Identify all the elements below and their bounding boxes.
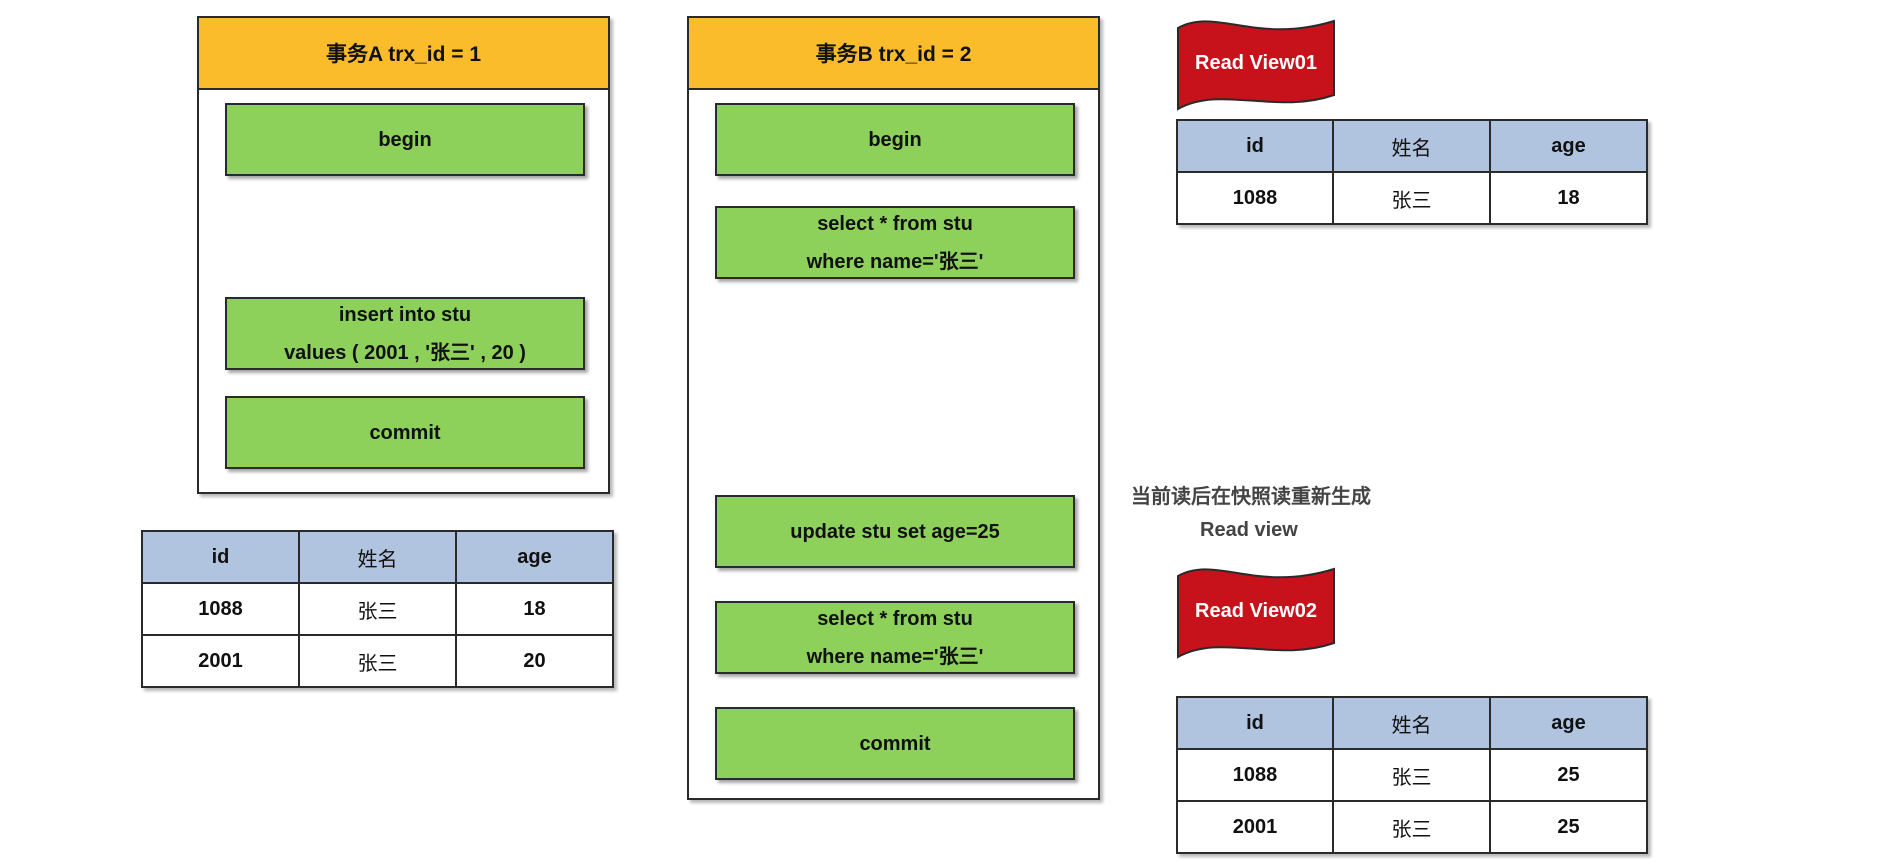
table-row: 2001 张三 25 <box>1176 800 1648 854</box>
step-text: commit <box>369 421 441 444</box>
header-id: id <box>1176 119 1334 173</box>
table-row: 1088 张三 18 <box>141 582 614 636</box>
note-line-1: 当前读后在快照读重新生成 <box>1131 486 1371 508</box>
step-text: commit <box>859 732 931 755</box>
flag-shape <box>1177 567 1335 659</box>
read-view-02-label: Read View02 <box>1195 599 1317 622</box>
read-view-02-table: id 姓名 age 1088 张三 25 2001 张三 25 <box>1176 696 1648 854</box>
cell-age: 25 <box>1489 748 1648 802</box>
cell-name: 张三 <box>1332 171 1491 225</box>
cell-name: 张三 <box>298 582 457 636</box>
cell-age: 20 <box>455 634 614 688</box>
table-row: 1088 张三 18 <box>1176 171 1648 225</box>
cell-name: 张三 <box>1332 800 1491 854</box>
header-name: 姓名 <box>1332 119 1491 173</box>
cell-id: 1088 <box>141 582 300 636</box>
cell-id: 2001 <box>141 634 300 688</box>
step-text-line1: select * from stu <box>817 212 973 235</box>
transaction-a-step-begin: begin <box>225 103 585 176</box>
table-row: 2001 张三 20 <box>141 634 614 688</box>
read-view-01-flag: Read View01 <box>1176 15 1336 111</box>
transaction-b-step-select-2: select * from stu where name='张三' <box>715 601 1075 674</box>
transaction-a-title: 事务A trx_id = 1 <box>199 18 608 90</box>
cell-age: 18 <box>455 582 614 636</box>
transaction-a-panel: 事务A trx_id = 1 begin insert into stu val… <box>197 16 610 494</box>
header-name: 姓名 <box>298 530 457 584</box>
step-text: update stu set age=25 <box>790 520 1000 543</box>
transaction-a-step-insert: insert into stu values ( 2001 , '张三' , 2… <box>225 297 585 370</box>
header-age: age <box>455 530 614 584</box>
step-text-line1: select * from stu <box>817 607 973 630</box>
cell-name: 张三 <box>1332 748 1491 802</box>
step-text: begin <box>868 128 922 151</box>
transaction-b-step-commit: commit <box>715 707 1075 780</box>
transaction-b-step-begin: begin <box>715 103 1075 176</box>
note-line-2: Read view <box>1200 519 1298 541</box>
step-text: begin <box>378 128 432 151</box>
header-age: age <box>1489 119 1648 173</box>
read-view-02-flag: Read View02 <box>1176 563 1336 659</box>
step-text-line2: where name='张三' <box>806 250 984 273</box>
table-header-row: id 姓名 age <box>1176 696 1648 750</box>
table-row: 1088 张三 25 <box>1176 748 1648 802</box>
read-view-01-label: Read View01 <box>1195 51 1317 74</box>
header-id: id <box>1176 696 1334 750</box>
table-a: id 姓名 age 1088 张三 18 2001 张三 20 <box>141 530 614 688</box>
read-view-01-table: id 姓名 age 1088 张三 18 <box>1176 119 1648 225</box>
transaction-b-step-select-1: select * from stu where name='张三' <box>715 206 1075 279</box>
transaction-b-title: 事务B trx_id = 2 <box>689 18 1098 90</box>
transaction-b-panel: 事务B trx_id = 2 begin select * from stu w… <box>687 16 1100 800</box>
cell-id: 1088 <box>1176 748 1334 802</box>
cell-id: 2001 <box>1176 800 1334 854</box>
cell-name: 张三 <box>298 634 457 688</box>
step-text-line1: insert into stu <box>338 303 472 326</box>
table-header-row: id 姓名 age <box>1176 119 1648 173</box>
cell-id: 1088 <box>1176 171 1334 225</box>
cell-age: 18 <box>1489 171 1648 225</box>
transaction-a-step-commit: commit <box>225 396 585 469</box>
flag-shape <box>1177 19 1335 111</box>
header-name: 姓名 <box>1332 696 1491 750</box>
table-header-row: id 姓名 age <box>141 530 614 584</box>
step-text-line2: values ( 2001 , '张三' , 20 ) <box>284 341 526 364</box>
cell-age: 25 <box>1489 800 1648 854</box>
header-id: id <box>141 530 300 584</box>
step-text-line2: where name='张三' <box>806 645 984 668</box>
transaction-b-step-update: update stu set age=25 <box>715 495 1075 568</box>
header-age: age <box>1489 696 1648 750</box>
